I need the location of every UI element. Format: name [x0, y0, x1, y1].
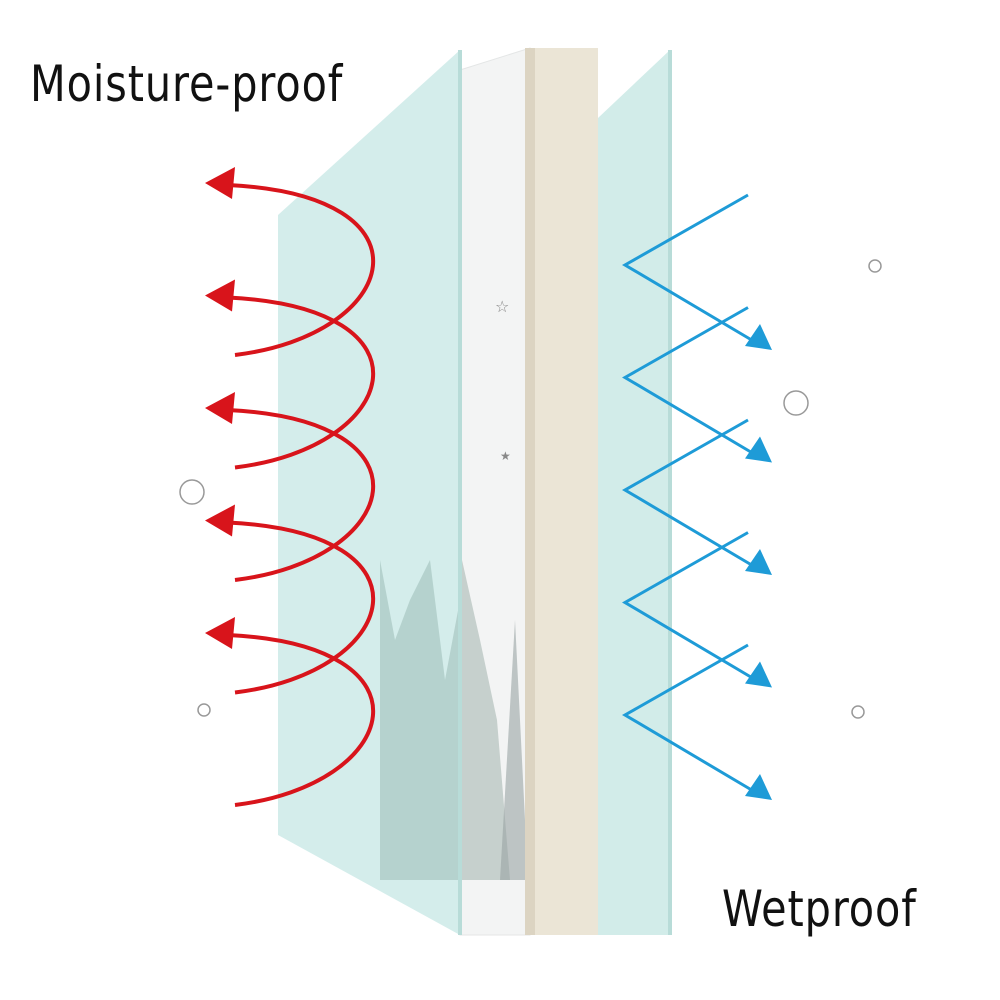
moisture-arrow	[227, 520, 376, 695]
arrowhead-icon	[205, 617, 235, 649]
tree-graphic	[380, 560, 460, 880]
arrowhead-icon	[205, 279, 235, 312]
middle-print-layer: ☆ ★	[459, 47, 531, 936]
water-arrow	[622, 418, 756, 569]
moisture-arrow	[227, 295, 376, 470]
arrowhead-icon	[205, 392, 235, 424]
bubble-icon	[868, 259, 882, 273]
water-arrow	[622, 531, 756, 681]
left-glass-panel	[278, 50, 462, 935]
arrowhead-icon	[745, 324, 772, 350]
arrowhead-icon	[205, 167, 235, 199]
moisture-proof-label: Moisture-proof	[30, 55, 344, 113]
right-glass-panel	[598, 50, 672, 935]
arrowhead-icon	[745, 436, 772, 463]
bubble-icon	[179, 479, 205, 505]
water-arrow	[622, 193, 756, 344]
foam-layer	[525, 48, 598, 935]
water-arrow	[622, 306, 756, 456]
bubble-icon	[783, 390, 809, 416]
moisture-arrow	[227, 183, 376, 357]
arrowhead-icon	[205, 504, 235, 537]
tree-graphic	[462, 560, 510, 880]
wetproof-label: Wetproof	[722, 880, 917, 938]
arrowhead-icon	[745, 549, 772, 575]
star-icon: ★	[500, 449, 511, 463]
tree-graphic	[500, 620, 528, 880]
bubble-icon	[851, 705, 865, 719]
bubble-icon	[197, 703, 211, 717]
arrowhead-icon	[745, 661, 772, 688]
water-arrow	[622, 643, 756, 794]
moisture-arrow	[227, 408, 376, 582]
water-arrows	[622, 193, 772, 800]
arrowhead-icon	[745, 774, 772, 800]
moisture-arrow	[227, 633, 376, 807]
moisture-arrows	[205, 167, 376, 807]
star-icon: ☆	[495, 297, 509, 316]
bubbles	[179, 259, 882, 719]
